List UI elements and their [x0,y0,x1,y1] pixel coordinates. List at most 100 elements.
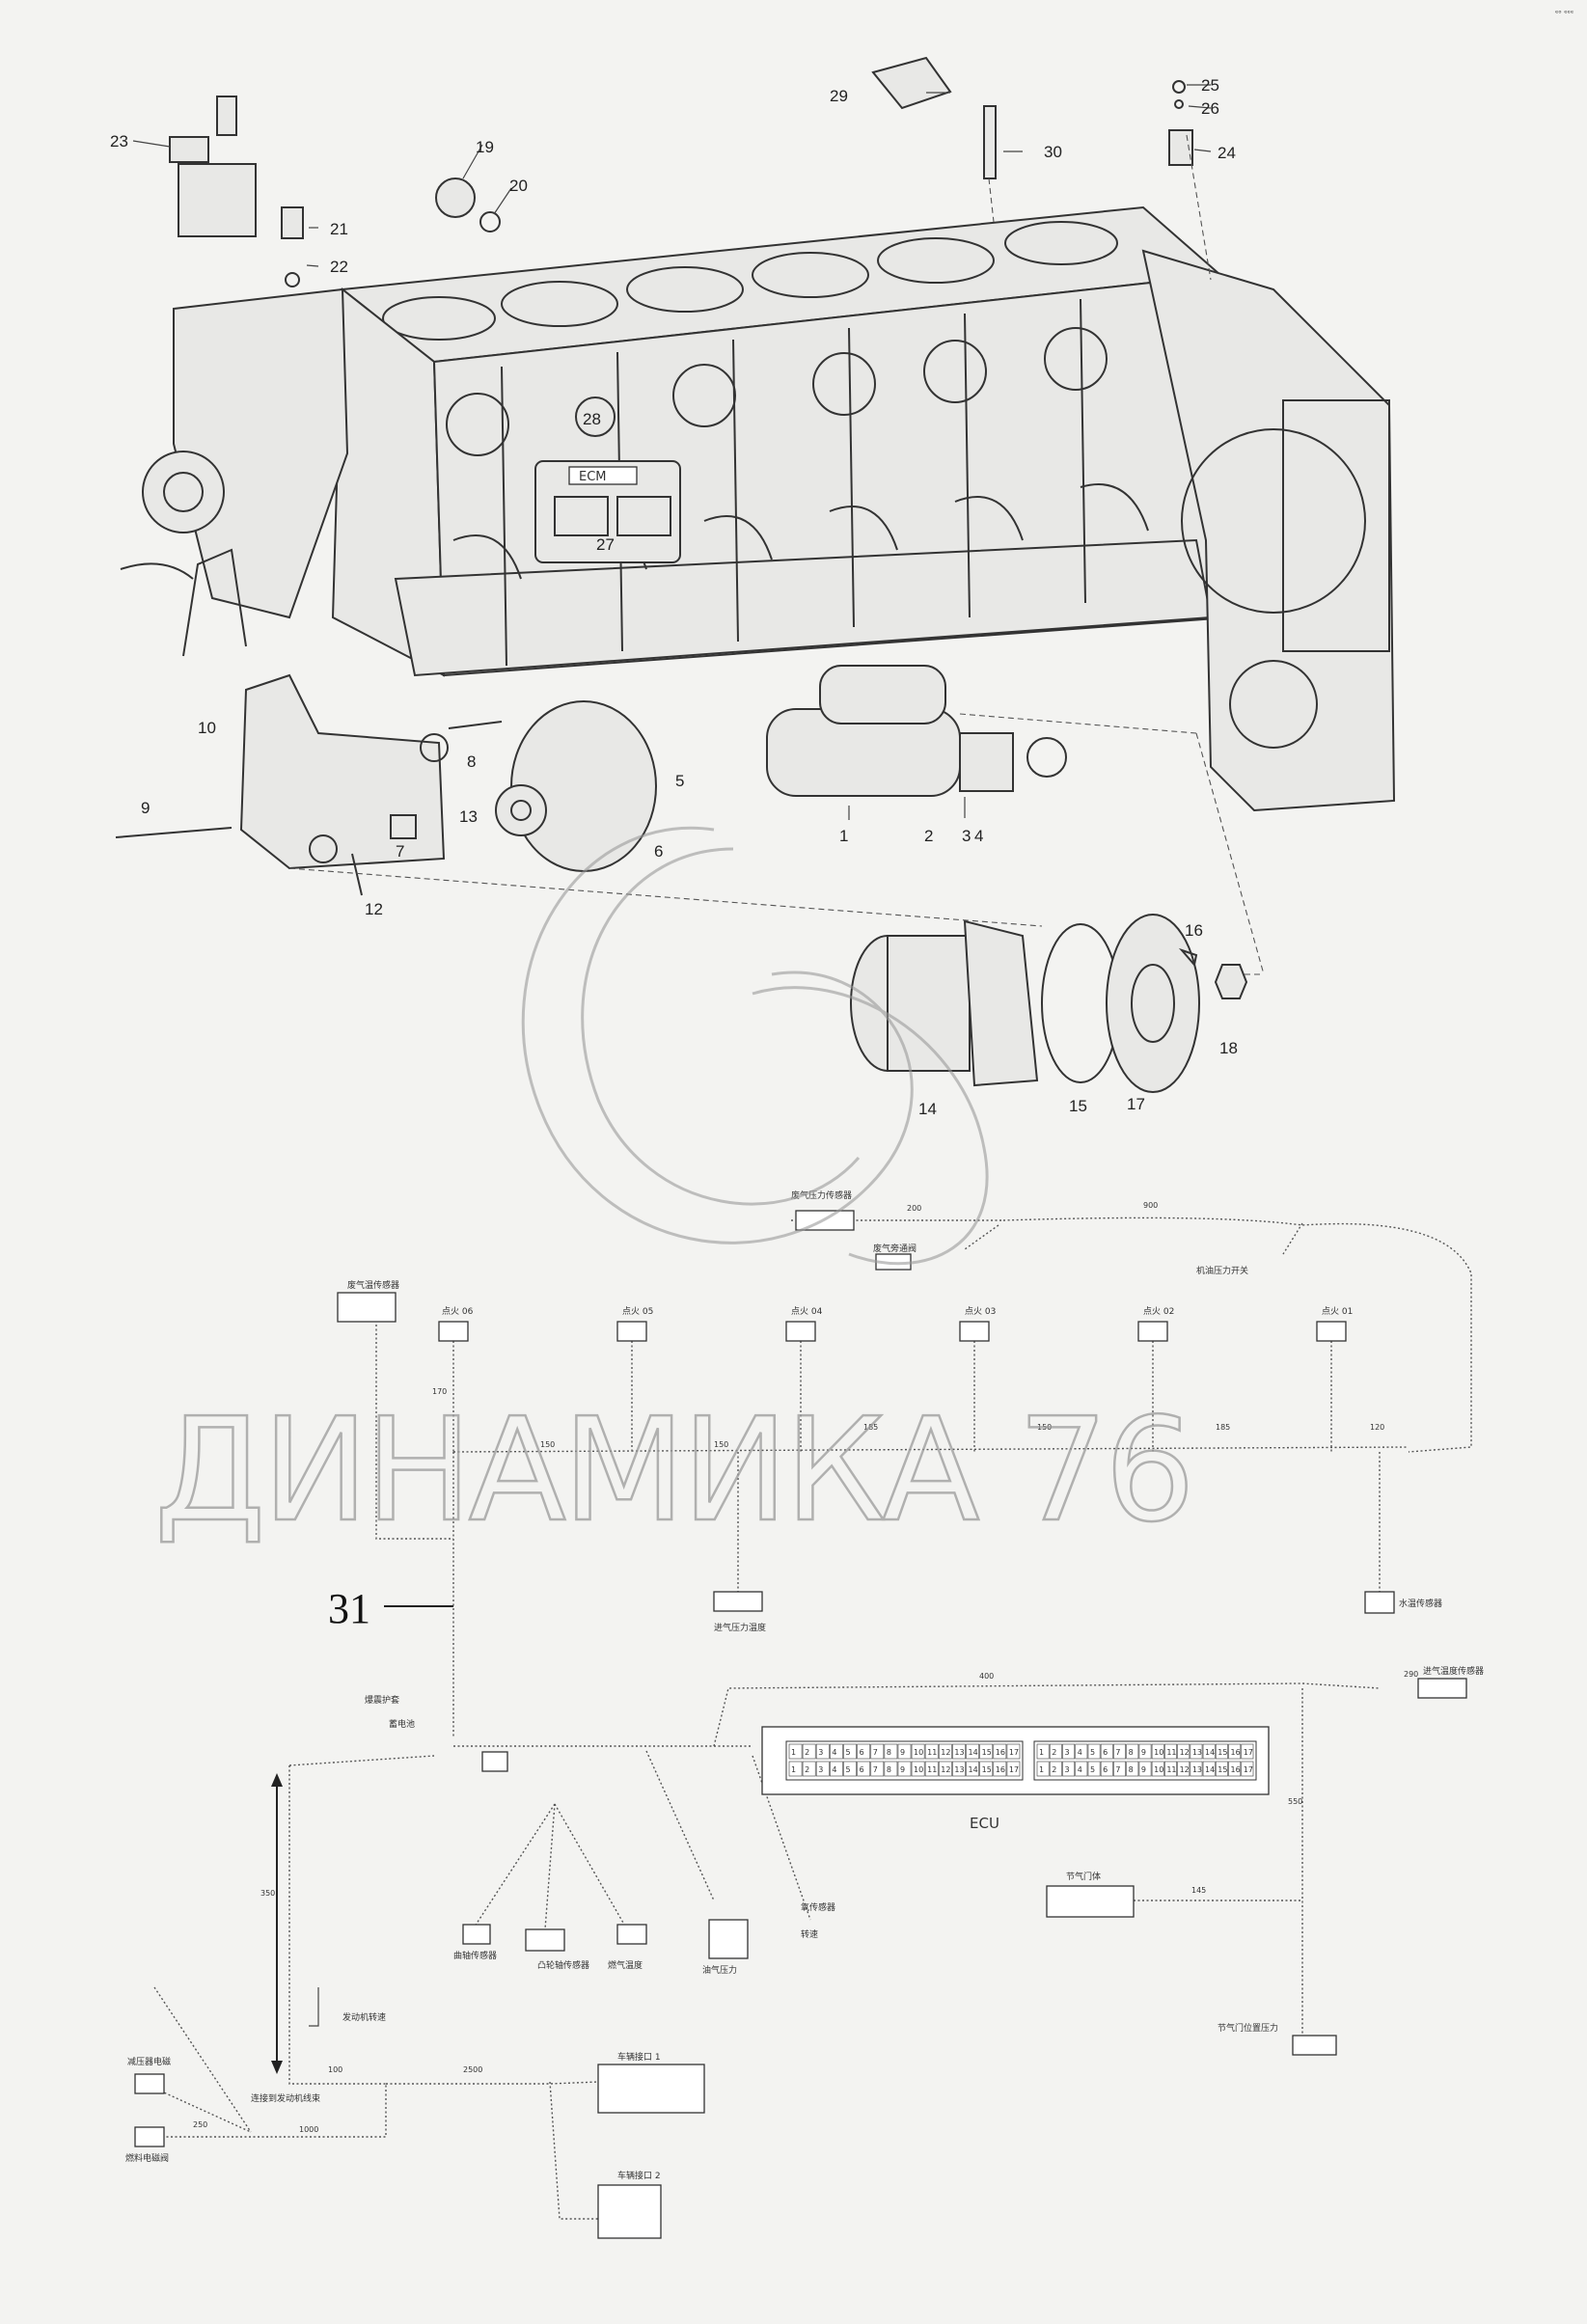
svg-text:5: 5 [675,772,684,790]
ecu-pin [952,1743,966,1760]
ecu-pin [788,1761,803,1777]
svg-text:17: 17 [1127,1095,1145,1113]
svg-text:27: 27 [596,535,615,554]
svg-text:减压器电磁: 减压器电磁 [127,2056,171,2067]
svg-text:26: 26 [1201,99,1219,118]
ecu-pin-number: 13 [1192,1765,1202,1774]
ecu-pin-number: 9 [900,1748,905,1757]
ecu-pin [1036,1761,1050,1777]
svg-text:氧传感器: 氧传感器 [801,1901,835,1913]
ecu-pin-number: 4 [832,1748,836,1757]
ecu-pin-number: 16 [1231,1748,1241,1757]
ecu-pin-number: 2 [1052,1765,1056,1774]
svg-text:13: 13 [459,807,478,826]
ecu-pin-number: 11 [1166,1748,1176,1757]
ecu-pin [938,1761,952,1777]
ecu-pin [870,1743,885,1760]
ecu-pin [1177,1761,1190,1777]
harness-number: 31 [328,1585,370,1632]
ecu-pin-number: 10 [914,1748,923,1757]
ecu-pin-number: 3 [818,1765,823,1774]
ecu-pin [924,1761,939,1777]
ecu-pin-number: 4 [832,1765,836,1774]
ecu-pin-number: 8 [887,1748,891,1757]
svg-text:燃料电磁阀: 燃料电磁阀 [125,2152,169,2164]
svg-text:21: 21 [330,220,348,238]
ecu-pin-number: 15 [1218,1748,1227,1757]
ecu-pin [993,1743,1007,1760]
ecu-pin-number: 4 [1078,1765,1082,1774]
svg-text:150: 150 [1037,1423,1052,1432]
ecu-pin-number: 13 [954,1748,964,1757]
svg-text:290: 290 [1404,1670,1418,1679]
svg-text:进气温度传感器: 进气温度传感器 [1423,1665,1484,1677]
gear-assembly [850,914,1248,1093]
ecu-pin-number: 11 [927,1748,937,1757]
ecu-pin [1126,1761,1139,1777]
svg-text:15: 15 [1069,1097,1087,1115]
svg-text:150: 150 [540,1440,555,1449]
svg-text:150: 150 [714,1440,728,1449]
svg-text:8: 8 [467,752,476,771]
svg-text:14: 14 [918,1100,937,1118]
ecu-pin-number: 6 [860,1748,864,1757]
svg-text:机油压力开关: 机油压力开关 [1196,1265,1248,1276]
ecu-pin-number: 10 [1154,1748,1163,1757]
corner-mark: ᵉᵒ ᵉᵉᵉ [1555,9,1573,17]
svg-text:车辆接口 1: 车辆接口 1 [617,2051,661,2063]
svg-text:油气压力: 油气压力 [702,1964,737,1976]
watermark-text: ДИНАМИКА 76 [154,1387,1191,1553]
ecu-pin [1138,1743,1152,1760]
svg-text:145: 145 [1191,1886,1206,1895]
ecu-pin-number: 6 [860,1765,864,1774]
ecu-pin [788,1743,803,1760]
ecu-pin-number: 14 [1205,1765,1215,1774]
ecu-pin-number: 9 [1141,1765,1146,1774]
ecu-pin [1075,1743,1088,1760]
ecu-pin-number: 14 [1205,1748,1215,1757]
svg-text:ECM: ECM [579,470,607,484]
leader-lines [132,84,1212,820]
svg-text:1: 1 [839,827,848,845]
ecu-pin-number: 7 [1115,1765,1120,1774]
ecu-pin [1138,1761,1152,1777]
engine-block: ECM [120,205,1396,812]
ecu-pin-number: 9 [900,1765,905,1774]
ecu-pin-number: 12 [1180,1748,1190,1757]
svg-text:400: 400 [979,1672,994,1681]
ecu-pin [938,1743,952,1760]
ecu-pin-number: 7 [873,1748,878,1757]
ecu-pin [1164,1743,1177,1760]
ecu-pin-number: 7 [873,1765,878,1774]
ecu-pin-number: 17 [1009,1748,1019,1757]
svg-text:点火 06: 点火 06 [442,1306,474,1317]
ecu-pin-number: 3 [1064,1765,1069,1774]
svg-text:废气旁通阀: 废气旁通阀 [873,1243,917,1254]
svg-text:16: 16 [1185,921,1203,940]
ecu-pin [857,1761,871,1777]
ecu-pin [966,1743,979,1760]
svg-text:点火 03: 点火 03 [965,1306,996,1317]
svg-text:连接到发动机线束: 连接到发动机线束 [251,2092,320,2104]
svg-text:2: 2 [924,827,933,845]
ecu-pin-number: 15 [982,1748,992,1757]
ecu-pin-number: 17 [1244,1748,1253,1757]
ecu-pin [884,1743,898,1760]
svg-text:22: 22 [330,258,348,276]
ecu-pin-number: 14 [969,1748,978,1757]
svg-text:转速: 转速 [801,1928,818,1940]
ecu-pin [897,1761,912,1777]
ecu-pin-number: 3 [818,1748,823,1757]
ecu-pin [1126,1743,1139,1760]
ecu-pin [924,1743,939,1760]
ecu-pin-number: 11 [1166,1765,1176,1774]
ecu-pin [1049,1761,1062,1777]
ecu-pin-number: 16 [1231,1765,1241,1774]
ecu-pin-number: 16 [996,1748,1005,1757]
ecu-pin-number: 3 [1064,1748,1069,1757]
ecu-pin [1177,1743,1190,1760]
svg-text:蓄电池: 蓄电池 [389,1718,415,1730]
svg-text:120: 120 [1370,1423,1384,1432]
